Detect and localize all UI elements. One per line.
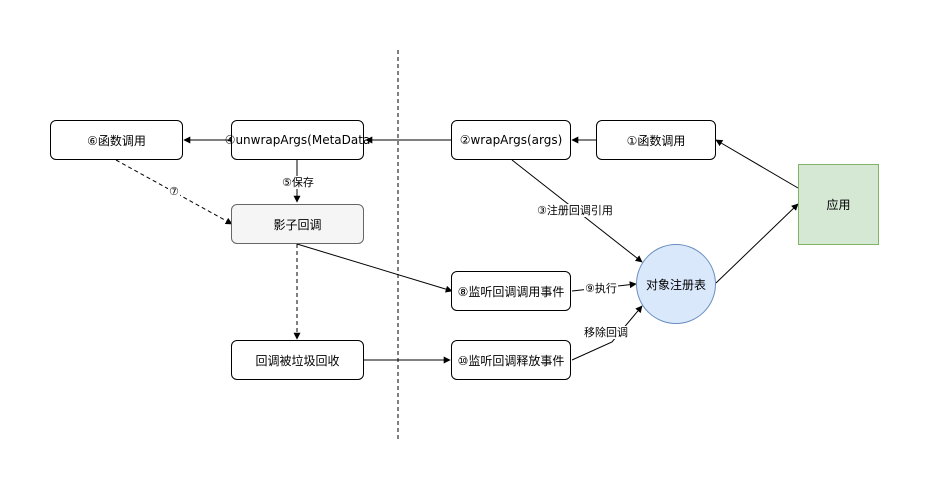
edge-registry-to-app (715, 203, 799, 284)
step7-edge-label: ⑦ (168, 185, 180, 198)
remove-callback-edge-label: 移除回调 (583, 326, 629, 339)
wrap-args-label: ②wrapArgs(args) (459, 133, 563, 147)
listen-invoke-event-node: ⑧监听回调调用事件 (451, 271, 571, 311)
save-edge-label: ⑤保存 (281, 176, 315, 189)
shadow-callback-label: 影子回调 (273, 217, 322, 232)
edge-shadow-to-listen-invoke (296, 243, 453, 293)
object-registry-label: 对象注册表 (645, 277, 706, 292)
callback-gc-node: 回调被垃圾回收 (231, 340, 364, 380)
app-label: 应用 (826, 198, 851, 212)
listen-invoke-event-label: ⑧监听回调调用事件 (457, 284, 565, 299)
shadow-callback-node: 影子回调 (231, 204, 364, 244)
app-node: 应用 (798, 164, 879, 245)
function-call-1-label: ①函数调用 (626, 133, 686, 148)
edge-app-to-call1 (715, 139, 799, 189)
listen-release-event-node: ⑩监听回调释放事件 (451, 340, 571, 380)
function-call-6-label: ⑥函数调用 (87, 133, 146, 148)
wrap-args-node: ②wrapArgs(args) (451, 120, 571, 160)
edge-listen-release-to-registry (571, 305, 643, 361)
callback-gc-label: 回调被垃圾回收 (255, 353, 340, 368)
function-call-6-node: ⑥函数调用 (50, 120, 183, 160)
unwrap-args-label: ④unwrapArgs(MetaData (224, 133, 371, 147)
function-call-1-node: ①函数调用 (596, 120, 716, 160)
unwrap-args-node: ④unwrapArgs(MetaData (225, 120, 370, 160)
object-registry-node: 对象注册表 (636, 244, 716, 324)
listen-release-event-label: ⑩监听回调释放事件 (457, 353, 565, 368)
execute-edge-label: ⑨执行 (584, 282, 618, 295)
register-ref-edge-label: ③注册回调引用 (536, 204, 614, 217)
